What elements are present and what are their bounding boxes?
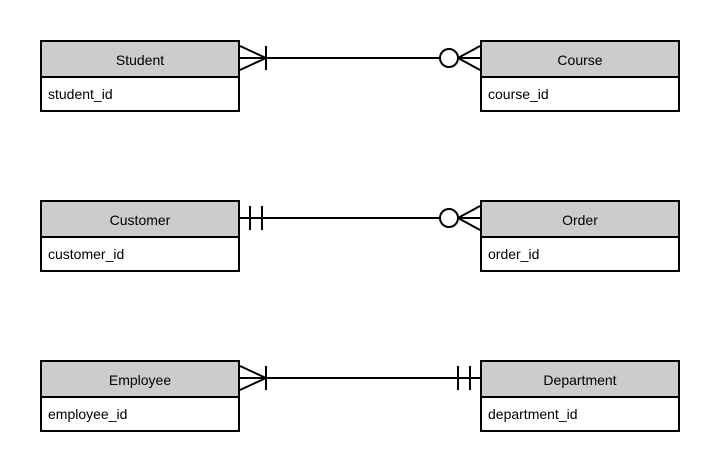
double-bar-icon-department <box>457 366 471 390</box>
crowfoot-icon-student <box>239 45 267 71</box>
cardinality-circle-icon-course <box>439 48 459 68</box>
entity-student[interactable]: Student student_id <box>40 40 240 112</box>
entity-title-employee: Employee <box>42 362 238 398</box>
entity-attribute-order-id: order_id <box>482 238 678 270</box>
entity-title-customer: Customer <box>42 202 238 238</box>
entity-attribute-course-id: course_id <box>482 78 678 110</box>
entity-order[interactable]: Order order_id <box>480 200 680 272</box>
crowfoot-icon-course <box>457 45 481 71</box>
entity-attribute-department-id: department_id <box>482 398 678 430</box>
entity-attribute-employee-id: employee_id <box>42 398 238 430</box>
entity-course[interactable]: Course course_id <box>480 40 680 112</box>
cardinality-circle-icon-order <box>439 208 459 228</box>
entity-attribute-customer-id: customer_id <box>42 238 238 270</box>
entity-title-order: Order <box>482 202 678 238</box>
connector-student-course <box>239 45 481 71</box>
entity-title-student: Student <box>42 42 238 78</box>
entity-title-course: Course <box>482 42 678 78</box>
double-bar-icon-customer <box>249 206 263 230</box>
crowfoot-icon-employee <box>239 365 267 391</box>
connector-customer-order <box>240 205 481 231</box>
entity-attribute-student-id: student_id <box>42 78 238 110</box>
entity-department[interactable]: Department department_id <box>480 360 680 432</box>
entity-title-department: Department <box>482 362 678 398</box>
entity-customer[interactable]: Customer customer_id <box>40 200 240 272</box>
connector-employee-department <box>239 365 480 391</box>
crowfoot-icon-order <box>457 205 481 231</box>
entity-employee[interactable]: Employee employee_id <box>40 360 240 432</box>
